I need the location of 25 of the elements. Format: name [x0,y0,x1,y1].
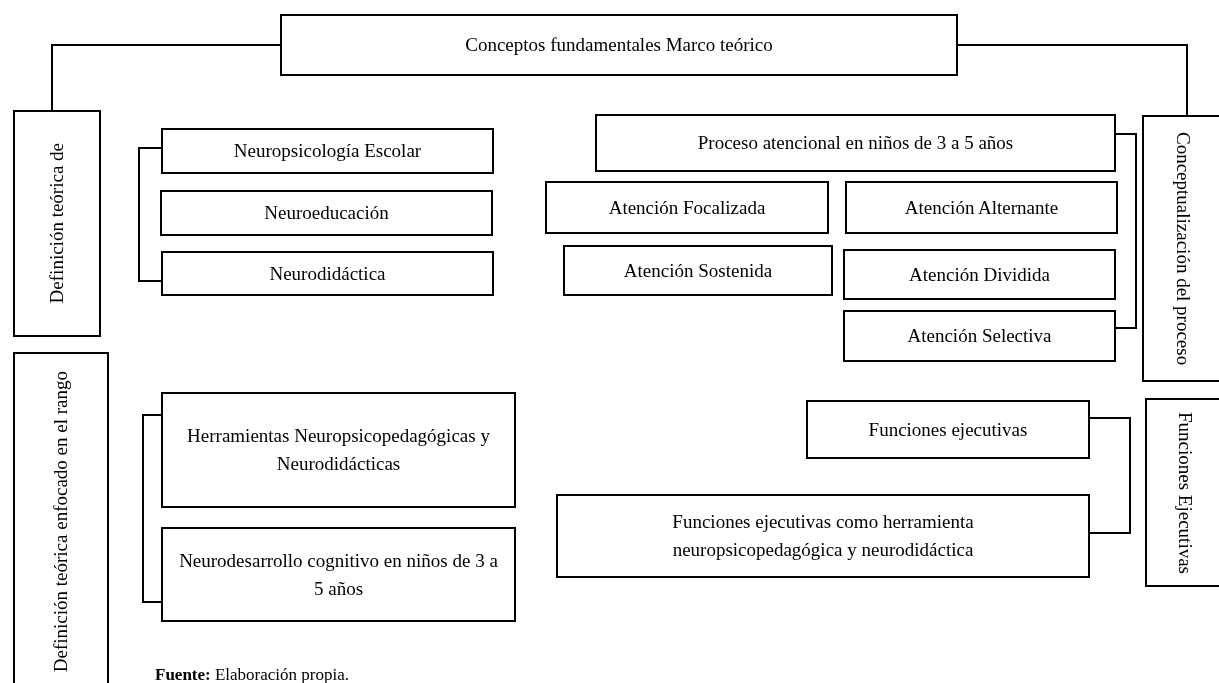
vertical-label-box: Definición teórica de [13,110,101,337]
concept-box: Herramientas Neuropsicopedagógicas y Neurodidácticas [161,392,516,508]
vertical-label-box: Funciones Ejecutivas [1145,398,1219,587]
connector-line [51,44,281,111]
concept-box: Atención Alternante [845,181,1118,234]
concept-box: Conceptos fundamentales Marco teórico [280,14,958,76]
connector-line [138,147,162,282]
concept-box: Atención Dividida [843,249,1116,300]
connector-line [142,414,162,603]
concept-box: Atención Focalizada [545,181,829,234]
concept-box: Atención Sostenida [563,245,833,296]
concept-box: Neuropsicología Escolar [161,128,494,174]
concept-box: Funciones ejecutivas como herramienta neuropsicopedagógica y neurodidáctica [556,494,1090,578]
connector-line [1115,133,1137,329]
vertical-label-box: Definición teórica enfocado en el rango [13,352,109,683]
connector-line [957,44,1188,116]
concept-box: Funciones ejecutivas [806,400,1090,459]
concept-box: Proceso atencional en niños de 3 a 5 años [595,114,1116,172]
concept-box: Atención Selectiva [843,310,1116,362]
concept-box: Neurodidáctica [161,251,494,296]
concept-box: Neurodesarrollo cognitivo en niños de 3 a 5 años [161,527,516,622]
source-note: Fuente: Elaboración propia. [155,664,350,683]
concept-box: Neuroeducación [160,190,493,236]
connector-line [1089,417,1131,534]
vertical-label-box: Conceptualización del proceso [1142,115,1219,382]
